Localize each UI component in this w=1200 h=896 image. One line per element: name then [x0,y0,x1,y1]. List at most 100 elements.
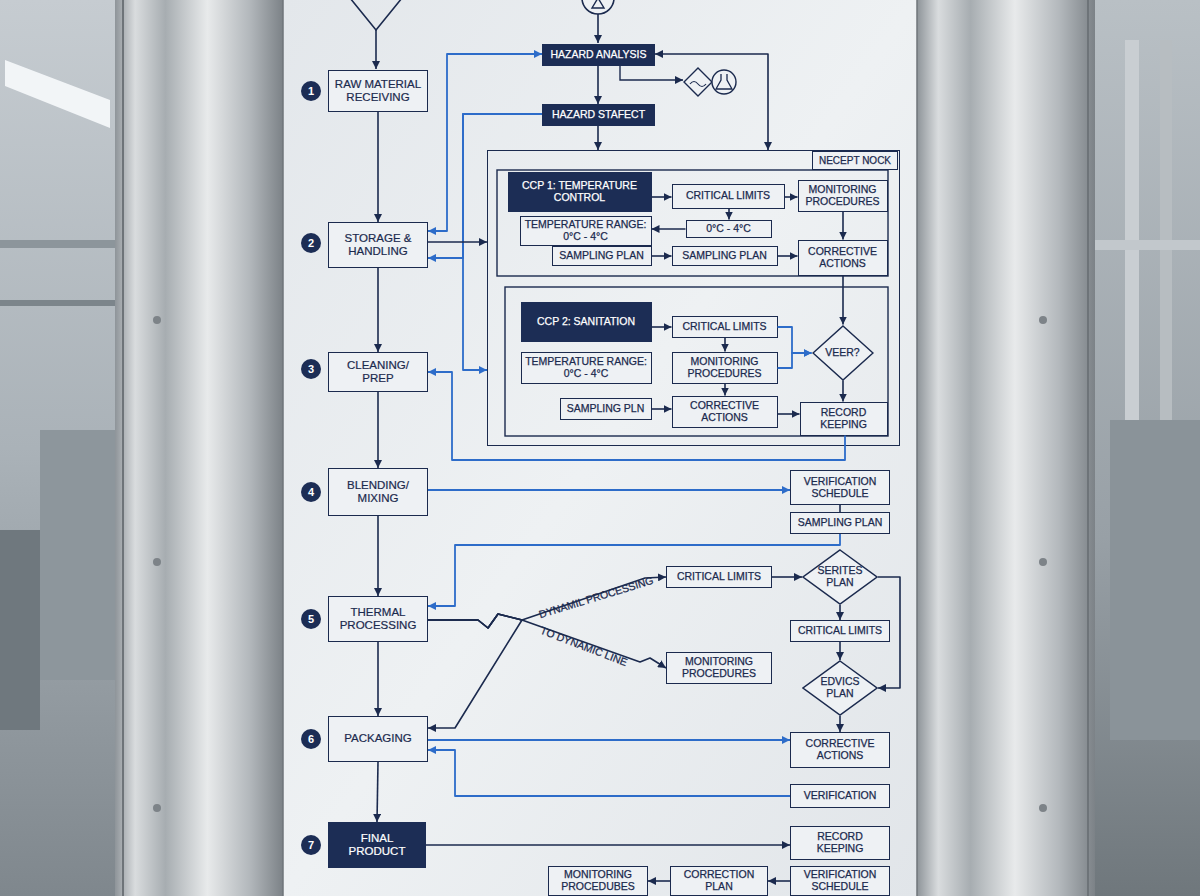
decision-diamond: EDVICS PLAN [802,660,878,716]
flow-arrow [428,614,666,668]
node-text: HAZARD STAFECT [552,109,645,121]
header-box-dark: HAZARD STAFECT [542,104,655,126]
node-text: NECEPT NOCK [812,151,898,170]
callout-circle [301,233,321,253]
edge-label: TO DYNAMIC LINE [539,624,629,668]
process-box: MONITORING PROCEDUBES [548,866,648,896]
flow-arrow [377,642,379,716]
group-frame: NECEPT NOCKCCP 1: TEMPERATURE CONTROLCRI… [487,150,900,446]
callout-circle [301,482,321,502]
flow-arrow-blue [428,54,542,231]
machine [0,530,40,730]
node-text: CLEANING/ PREP [331,359,425,385]
panel-seam [122,0,124,896]
node-text: CORRECTION PLAN [673,869,765,893]
diamond-shape [803,550,877,604]
node-text: THERMAL PROCESSING [331,606,425,632]
node-text: FINAL PRODUCT [332,832,422,858]
process-box: CRITICAL LIMITS [666,566,772,588]
flow-arrow-blue [428,372,845,460]
process-step-box: RAW MATERIAL RECEIVING [328,70,428,112]
node-text: MONITORING PROCEDURES [675,356,775,380]
poster-edge [282,0,284,896]
hazard-icon [592,0,604,8]
flow-arrow [778,255,798,257]
hazard-icon [582,0,614,14]
flow-arrow [772,576,802,578]
node-text: CORRECTIVE ACTIONS [793,738,887,762]
node-text: MONITORING PROCEDUBES [551,869,645,893]
callout-number: 2 [301,233,321,253]
node-text: 0°C - 4°C [706,223,751,235]
node-text: SAMPLING PLN [567,403,645,415]
node-text: TEMPERATURE RANGE: 0°C - 4°C [524,356,649,380]
flow-arrow [377,516,379,596]
process-box: CRITICAL LIMITS [672,316,778,338]
pipe [0,240,115,248]
node-text: CRITICAL LIMITS [677,571,761,583]
callout-number: 6 [301,729,321,749]
node-text: RAW MATERIAL RECEIVING [331,78,425,104]
ccp-group-frame [497,170,888,276]
process-step-box: CLEANING/ PREP [328,352,428,392]
process-box: SAMPLING PLN [560,398,652,420]
flow-arrow-blue [428,534,840,606]
diamond-shape [813,326,873,380]
flow-arrow-blue [428,489,790,491]
flow-arrow [839,605,841,620]
pipe [0,300,115,306]
flow-arrow [652,326,672,328]
node-text: VERIFICATION [804,790,877,802]
process-box: TEMPERATURE RANGE: 0°C - 4°C [521,352,652,384]
edge-label: DYNAMIL PROCESSING [537,574,655,620]
callout-number: 3 [301,359,321,379]
node-text: PACKAGING [344,732,412,745]
flow-arrow [724,384,726,396]
diamond-icon [690,82,706,87]
node-text: RECORD KEEPING [793,831,887,855]
ccp-group-frame [505,287,888,436]
node-text: VERIFICATION SCHEDULE [793,869,887,893]
process-step-box: PACKAGING [328,716,428,762]
process-box: RECORD KEEPING [790,826,890,860]
process-step-box: THERMAL PROCESSING [328,596,428,642]
machine [1110,420,1200,740]
callout-number: 1 [301,81,321,101]
poster-board [283,0,917,896]
callout-circle [301,835,321,855]
steel-panel [115,0,283,896]
node-text: CORRECTIVE ACTIONS [675,400,775,424]
flow-arrow [652,408,672,410]
machine [40,430,115,680]
flow-arrow [768,880,790,882]
flow-arrow [597,126,599,150]
leader-line [375,30,377,69]
node-text: SAMPLING PLAN [559,250,644,262]
ceiling-light [5,60,110,128]
node-text: VERIFICATION SCHEDULE [793,476,887,500]
node-text: STORAGE & HANDLING [331,232,425,258]
flow-arrow [597,66,599,104]
rivet [153,804,161,812]
steel-panel [917,0,1095,896]
process-box: SAMPLING PLAN [672,246,778,266]
process-box: CORRECTIVE ACTIONS [672,396,778,428]
flask-icon [712,70,736,94]
flow-arrow [648,880,670,882]
process-box: 0°C - 4°C [686,220,772,238]
node-text: CRITICAL LIMITS [798,625,882,637]
flow-arrow [839,505,841,512]
process-step-box: STORAGE & HANDLING [328,222,428,268]
flow-arrow-blue [428,750,790,796]
flow-arrow [842,381,844,402]
process-box: VERIFICATION SCHEDULE [790,866,890,896]
process-step-box-dark: FINAL PRODUCT [328,822,426,868]
poster-edge [916,0,918,896]
callout-number: 5 [301,609,321,629]
flow-arrow [426,844,790,846]
flow-arrow [778,413,800,415]
flow-arrow [842,276,844,325]
flow-arrow-blue [778,353,812,368]
node-text: RECORD KEEPING [803,407,885,431]
